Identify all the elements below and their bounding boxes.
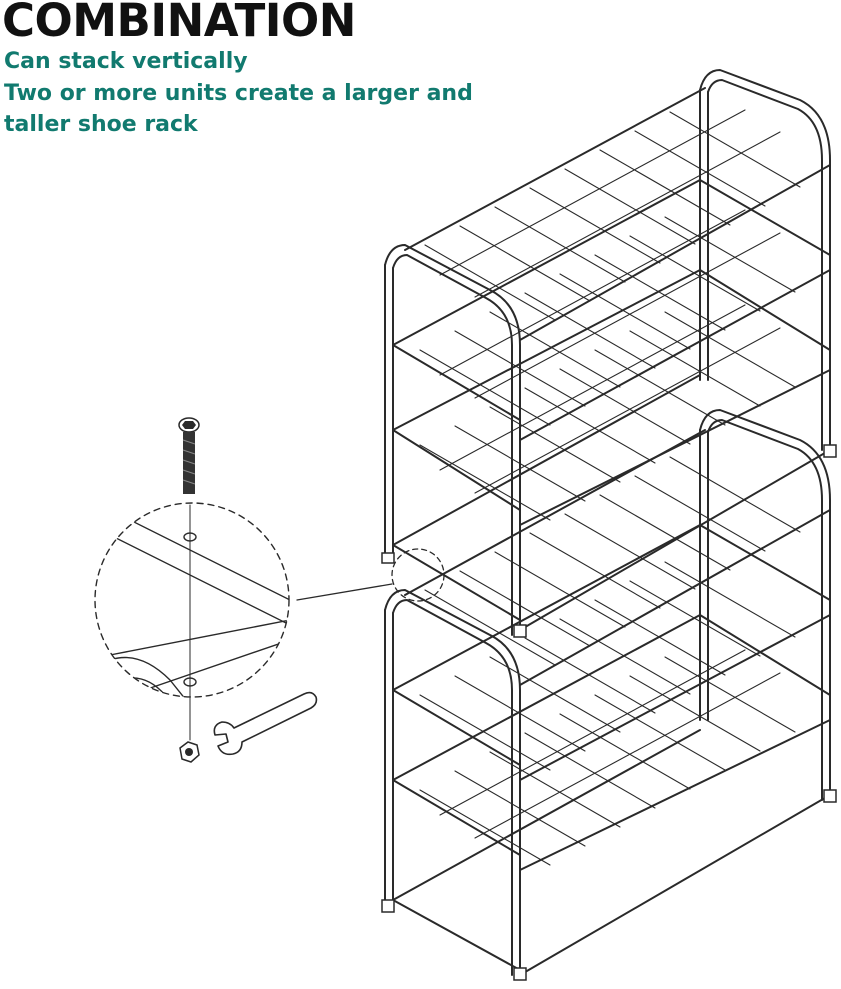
hex-bolt: [178, 417, 200, 494]
callout-leader: [296, 583, 393, 601]
page-title: COMBINATION: [2, 0, 356, 47]
hex-nut: [179, 741, 200, 763]
rack-feet: [381, 444, 837, 981]
feature-line-stack: Can stack vertically: [4, 49, 248, 74]
lower-rack-unit: [384, 409, 831, 976]
upper-rack-unit: [384, 69, 831, 636]
upper-rack-wires: [419, 109, 801, 521]
detail-callout: [94, 502, 290, 741]
lower-rack-wires: [419, 456, 801, 866]
feature-line-taller: taller shoe rack: [4, 112, 198, 137]
feature-line-larger: Two or more units create a larger and: [4, 81, 473, 106]
joint-marker: [391, 548, 445, 602]
wrench: [213, 691, 318, 756]
